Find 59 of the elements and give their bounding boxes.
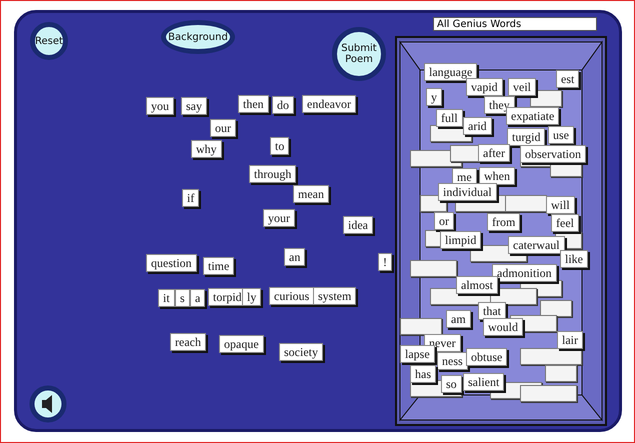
word-magnet: expatiate <box>506 107 560 125</box>
word-magnet: y <box>426 88 442 106</box>
word-magnet: lapse <box>400 345 435 363</box>
word-magnet: through <box>249 165 296 183</box>
word-magnet: est <box>556 70 580 88</box>
word-magnet: question <box>146 254 197 272</box>
word-magnet: feel <box>551 214 579 232</box>
word-magnet: caterwaul <box>508 236 565 254</box>
word-magnet: curious <box>269 287 314 305</box>
word-magnet: admonition <box>492 264 557 282</box>
word-magnet: idea <box>343 216 373 234</box>
word-magnet: mean <box>293 185 329 203</box>
word-magnet: opaque <box>219 335 264 353</box>
word-magnet: so <box>441 375 462 393</box>
word-magnet: full <box>436 109 463 127</box>
word-magnet: ! <box>378 253 392 271</box>
word-magnet: s <box>175 289 190 307</box>
word-magnet: if <box>182 189 200 207</box>
word-magnet: a <box>190 289 206 307</box>
word-magnet: our <box>210 119 236 137</box>
word-magnet: ness <box>437 352 468 370</box>
word-magnet: endeavor <box>302 95 356 113</box>
word-magnet: time <box>203 257 234 275</box>
word-magnet: am <box>446 310 471 328</box>
word-magnet: use <box>548 126 574 144</box>
word-magnet: why <box>191 140 222 158</box>
word-magnet: has <box>410 365 436 383</box>
word-magnet: society <box>279 343 323 361</box>
word-magnet: will <box>546 196 575 214</box>
word-magnet: from <box>487 213 520 231</box>
word-magnet: system <box>313 287 356 305</box>
word-magnet: like <box>560 250 588 268</box>
word-magnet: after <box>478 144 510 162</box>
word-magnet: your <box>263 209 295 227</box>
word-magnet: or <box>434 212 454 230</box>
word-magnet: do <box>272 96 294 114</box>
word-magnet: say <box>181 97 207 115</box>
word-magnet: individual <box>438 183 497 201</box>
word-magnet: lair <box>557 331 583 349</box>
word-magnet: turgid <box>507 128 546 146</box>
word-magnet: to <box>270 137 290 155</box>
word-magnet: ly <box>242 288 262 306</box>
word-magnet: it <box>158 289 175 307</box>
word-magnet: veil <box>508 78 536 96</box>
word-magnet: an <box>284 248 306 266</box>
word-magnet: obtuse <box>466 348 508 366</box>
word-magnet: almost <box>456 276 498 294</box>
word-magnet: language <box>424 63 478 81</box>
word-magnet: then <box>238 95 269 113</box>
word-magnet: vapid <box>466 78 503 96</box>
word-magnet: would <box>483 318 523 336</box>
word-magnet: arid <box>463 117 492 135</box>
word-magnet: reach <box>170 333 206 351</box>
word-magnet: that <box>478 302 506 320</box>
word-magnet: when <box>479 167 515 185</box>
word-list-dropdown: All Genius Words <box>433 17 597 31</box>
word-magnet: you <box>146 97 174 115</box>
word-magnet: limpid <box>440 231 482 249</box>
word-magnet: salient <box>463 373 504 391</box>
